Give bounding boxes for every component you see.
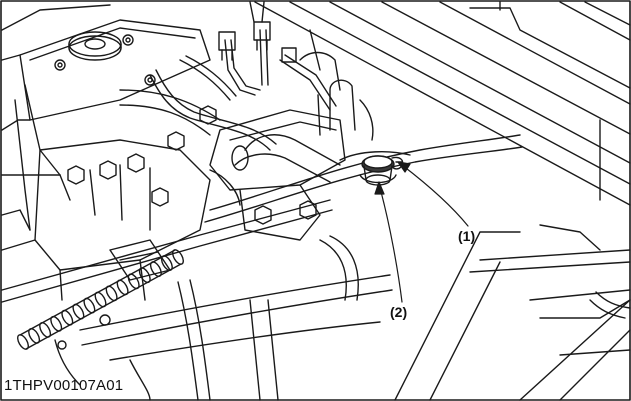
engine-block: [1, 4, 217, 301]
leader-line-2: [379, 187, 403, 303]
filter-cap-assembly: [339, 151, 411, 186]
hose-rib: [127, 273, 140, 290]
hose-rib: [72, 303, 85, 320]
hose-rib: [50, 315, 63, 332]
hose-rib: [83, 297, 96, 314]
figure-code: 1THPV00107A01: [4, 377, 124, 394]
callout-label-2: (2): [390, 304, 408, 320]
hose-rib: [172, 249, 184, 265]
arrowhead-2: [374, 181, 385, 195]
hose-rib: [105, 285, 118, 302]
hose-rib: [116, 279, 129, 296]
hose-rib: [28, 327, 41, 344]
hose-rib: [39, 321, 52, 338]
hose-rib: [61, 309, 74, 326]
misc-details: [1, 1, 374, 386]
hoses: [1, 89, 523, 401]
callout-label-1: (1): [458, 228, 476, 244]
hose-rib: [160, 255, 173, 272]
corrugated-hose: [17, 249, 184, 350]
chassis-frame: [254, 1, 631, 401]
hose-rib: [149, 261, 162, 278]
arrowhead-1: [397, 161, 411, 173]
fuel-injection-lines: [149, 21, 356, 241]
leader-lines: [374, 161, 469, 303]
hose-rib: [94, 291, 107, 308]
engine-nuts: [67, 105, 217, 207]
leader-line-1: [401, 164, 469, 227]
hose-rib: [17, 334, 29, 350]
